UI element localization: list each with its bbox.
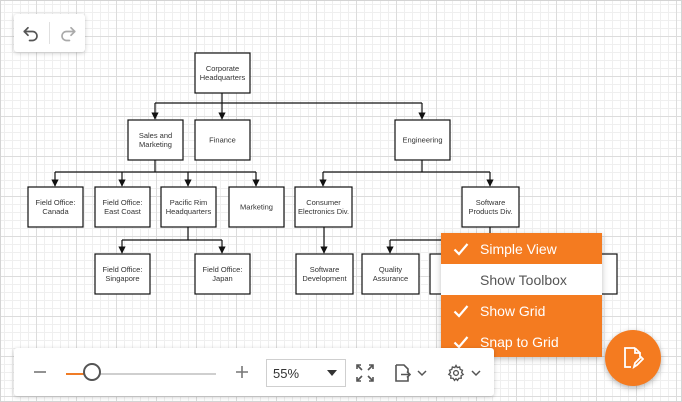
chevron-down-icon [327,370,337,376]
gear-icon [447,364,465,382]
node-label: Sales and [139,131,172,140]
zoom-slider-thumb[interactable] [82,363,101,381]
check-icon [441,335,480,349]
node-label: Singapore [105,274,139,283]
node-box [394,119,451,161]
node-fo-japan[interactable]: Field Office:Japan [194,253,251,295]
node-box [194,253,251,295]
node-box [127,119,184,161]
check-icon [441,273,480,287]
properties-fab-button[interactable] [605,330,661,386]
node-label: Corporate [206,64,239,73]
zoom-slider-track[interactable] [66,373,216,375]
node-box [361,253,420,295]
node-label: Engineering [402,136,442,145]
node-box [194,119,251,161]
redo-icon [61,26,76,42]
history-separator [48,22,50,44]
node-box [160,186,217,228]
export-icon [395,364,411,382]
edit-properties-icon [624,347,644,370]
node-label: Marketing [139,140,172,149]
node-box [228,186,285,228]
zoom-in-button[interactable] [230,360,254,384]
menu-item-simple-view[interactable]: Simple View [441,233,602,264]
menu-item-show-toolbox[interactable]: Show Toolbox [441,264,602,295]
node-finance[interactable]: Finance [194,119,251,161]
node-label: Marketing [240,203,273,212]
node-label: Finance [209,136,236,145]
undo-icon [23,26,38,42]
menu-item-label: Snap to Grid [480,333,559,350]
node-label: East Coast [104,207,142,216]
zoom-level-value: 55% [273,365,300,381]
node-box [294,186,353,228]
menu-item-label: Show Toolbox [480,271,567,288]
plus-icon [236,366,248,378]
node-engineering[interactable]: Engineering [394,119,451,161]
menu-item-label: Show Grid [480,302,546,319]
node-label: Field Office: [36,198,76,207]
node-label: Field Office: [203,265,243,274]
node-label: Software [310,265,340,274]
zoom-out-button[interactable] [28,360,52,384]
fit-to-screen-button[interactable] [352,360,378,386]
node-label: Pacific Rim [170,198,208,207]
node-box [94,253,151,295]
node-box [295,253,354,295]
node-fo-canada[interactable]: Field Office:Canada [27,186,84,228]
node-label: Software [476,198,506,207]
node-box [94,186,151,228]
node-label: Assurance [373,274,408,283]
node-label: Field Office: [103,265,143,274]
bottom-toolbar: 55% [14,348,494,396]
node-box [461,186,520,228]
node-box [194,52,251,94]
export-button[interactable] [388,360,432,386]
chevron-down-icon [417,370,427,377]
node-fo-eastcoast[interactable]: Field Office:East Coast [94,186,151,228]
node-marketing[interactable]: Marketing [228,186,285,228]
node-label: Canada [42,207,69,216]
node-label: Consumer [306,198,341,207]
minus-icon [34,371,46,373]
node-label: Quality [379,265,403,274]
node-label: Development [302,274,347,283]
menu-item-label: Simple View [480,240,557,257]
history-toolbar [14,14,85,52]
zoom-slider-fill [66,373,92,375]
settings-menu: Simple View Show Toolbox Show Grid Snap … [441,233,602,357]
check-icon [441,242,480,256]
node-label: Headquarters [200,73,246,82]
node-box [27,186,84,228]
node-label: Headquarters [166,207,212,216]
undo-button[interactable] [16,18,46,48]
node-label: Japan [212,274,232,283]
node-label: Electronics Div. [298,207,349,216]
connectors [51,93,594,254]
fit-to-screen-icon [356,364,374,382]
settings-button[interactable] [442,360,486,386]
menu-item-show-grid[interactable]: Show Grid [441,295,602,326]
check-icon [441,304,480,318]
node-label: Field Office: [103,198,143,207]
chevron-down-icon [471,370,481,377]
redo-button[interactable] [53,18,83,48]
node-label: Products Div. [468,207,512,216]
zoom-level-select[interactable]: 55% [266,359,346,387]
node-fo-singapore[interactable]: Field Office:Singapore [94,253,151,295]
